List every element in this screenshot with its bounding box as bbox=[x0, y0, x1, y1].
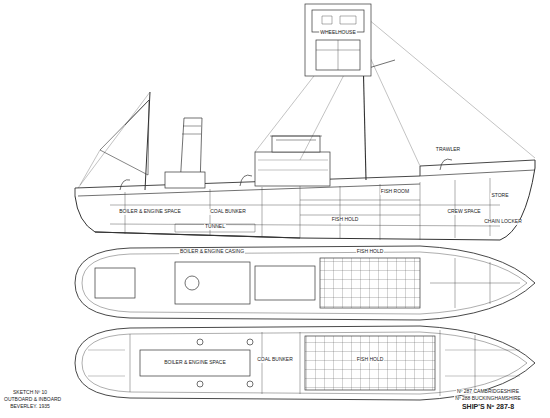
bunker-label: COAL BUNKER bbox=[256, 357, 294, 363]
sheet-title: OUTBOARD & INBOARD bbox=[3, 397, 62, 403]
store-label: STORE bbox=[490, 193, 509, 199]
ship-number: SHIP'S Nº 287-8 bbox=[461, 403, 515, 411]
room-label: FISH ROOM bbox=[380, 189, 410, 195]
space-label: BOILER & ENGINE SPACE bbox=[118, 209, 182, 215]
ship-name: Nº 287 CAMBRIDGESHIRE bbox=[456, 389, 520, 395]
title-note: TRAWLER bbox=[435, 147, 461, 153]
locker-label: CHAIN LOCKER bbox=[483, 219, 523, 225]
hold-label: FISH HOLD bbox=[331, 217, 360, 223]
sketch-number: SKETCH Nº 10 bbox=[12, 390, 48, 396]
wheelhouse-label: WHEELHOUSE bbox=[319, 30, 357, 36]
space-label: CREW SPACE bbox=[446, 209, 481, 215]
hold-label: FISH HOLD bbox=[356, 357, 385, 363]
tunnel-label: TUNNEL bbox=[204, 224, 226, 230]
place-date: BEVERLEY. 1935 bbox=[9, 404, 51, 410]
hold-label: FISH HOLD bbox=[356, 249, 385, 255]
casing-label: BOILER & ENGINE CASING bbox=[179, 249, 245, 255]
space-label: COAL BUNKER bbox=[209, 209, 247, 215]
ship-name: Nº 288 BUCKINGHAMSHIRE bbox=[454, 396, 522, 402]
space-label: BOILER & ENGINE SPACE bbox=[163, 360, 227, 366]
